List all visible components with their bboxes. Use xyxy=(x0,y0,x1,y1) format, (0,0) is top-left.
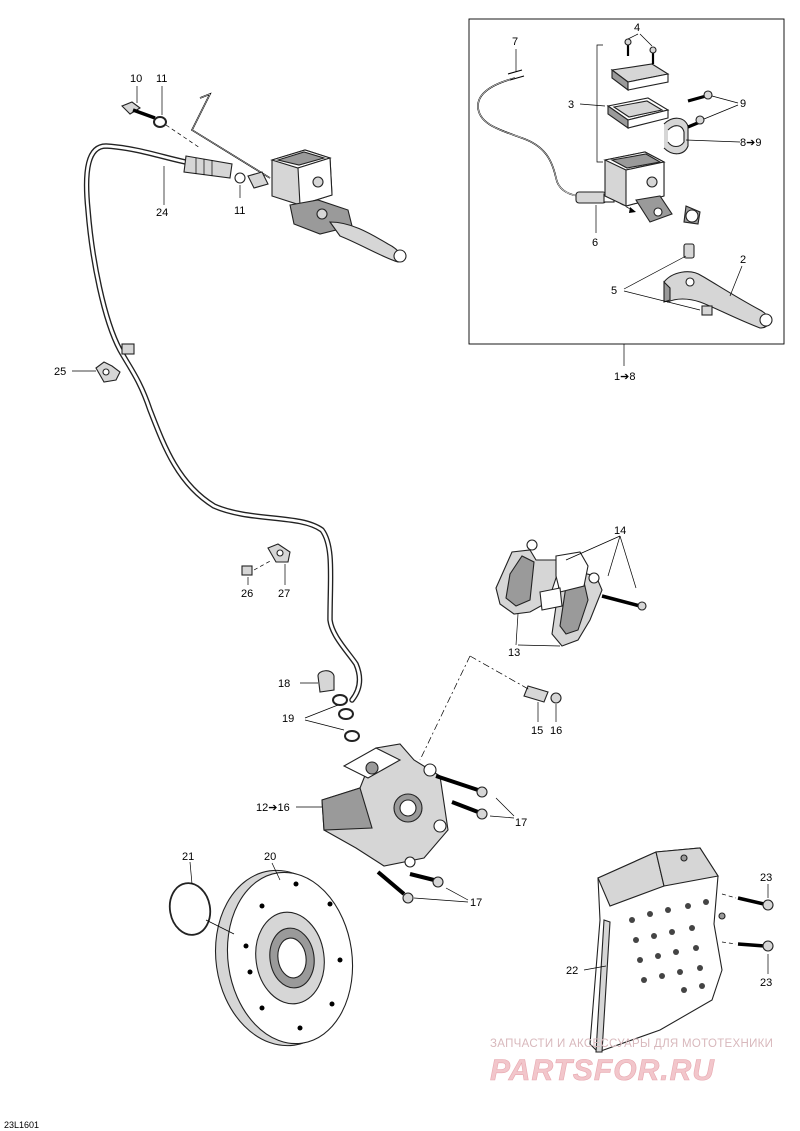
brake-hose xyxy=(83,143,363,703)
callout-9: 9 xyxy=(740,98,746,110)
callout-17-top: 17 xyxy=(515,817,527,829)
brake-caliper xyxy=(296,743,449,868)
watermark-logo: PARTSFOR.RU xyxy=(490,1054,715,1087)
callout-22: 22 xyxy=(566,965,578,977)
callout-4: 4 xyxy=(634,22,640,34)
callout-15: 15 xyxy=(531,725,543,737)
bleeder-valve xyxy=(523,685,562,722)
callout-7: 7 xyxy=(512,36,518,48)
brake-pads xyxy=(495,535,647,647)
callout-21: 21 xyxy=(182,851,194,863)
callout-19: 19 xyxy=(282,713,294,725)
callout-5: 5 xyxy=(611,285,617,297)
callout-11-bottom: 11 xyxy=(234,205,245,217)
callout-26: 26 xyxy=(241,588,253,600)
caliper-bolts xyxy=(376,774,515,904)
guard-screws xyxy=(721,884,774,974)
banjo-bolt xyxy=(121,86,201,149)
callout-24: 24 xyxy=(156,207,168,219)
callout-20: 20 xyxy=(264,851,276,863)
callout-14: 14 xyxy=(614,525,626,537)
disc-guard xyxy=(583,847,726,1053)
master-cylinder-assembly xyxy=(190,92,407,263)
callout-10: 10 xyxy=(130,73,142,85)
callout-8-9: 8➔9 xyxy=(740,137,761,149)
callout-3: 3 xyxy=(568,99,574,111)
callout-6: 6 xyxy=(592,237,598,249)
callout-16: 16 xyxy=(550,725,562,737)
callout-23-bottom: 23 xyxy=(760,977,772,989)
o-ring xyxy=(168,861,235,936)
callout-25: 25 xyxy=(54,366,66,378)
hose-guide-clip xyxy=(241,543,291,585)
caliper-banjo-bolt xyxy=(300,670,360,742)
inset-master-cylinder xyxy=(579,33,773,329)
callout-23-top: 23 xyxy=(760,872,772,884)
callout-17-bottom: 17 xyxy=(470,897,482,909)
callout-27: 27 xyxy=(278,588,290,600)
callout-11-top: 11 xyxy=(156,73,167,85)
master-cylinder-detail-inset xyxy=(468,18,785,366)
callout-12-16: 12➔16 xyxy=(256,802,290,814)
hose-clip xyxy=(72,361,121,383)
callout-13: 13 xyxy=(508,647,520,659)
watermark-title: ЗАПЧАСТИ И АКСЕССУАРЫ ДЛЯ МОТОТЕХНИКИ xyxy=(490,1038,773,1050)
brake-light-switch-wire xyxy=(477,49,579,197)
callout-labels: 1➔8 2 3 4 5 6 7 8➔9 9 10 11 11 12➔16 13 … xyxy=(54,22,772,989)
callout-2: 2 xyxy=(740,254,746,266)
callout-1-8: 1➔8 xyxy=(614,371,635,383)
diagram-code: 23L1601 xyxy=(4,1120,39,1130)
brake-disc xyxy=(214,862,354,1047)
callout-18: 18 xyxy=(278,678,290,690)
